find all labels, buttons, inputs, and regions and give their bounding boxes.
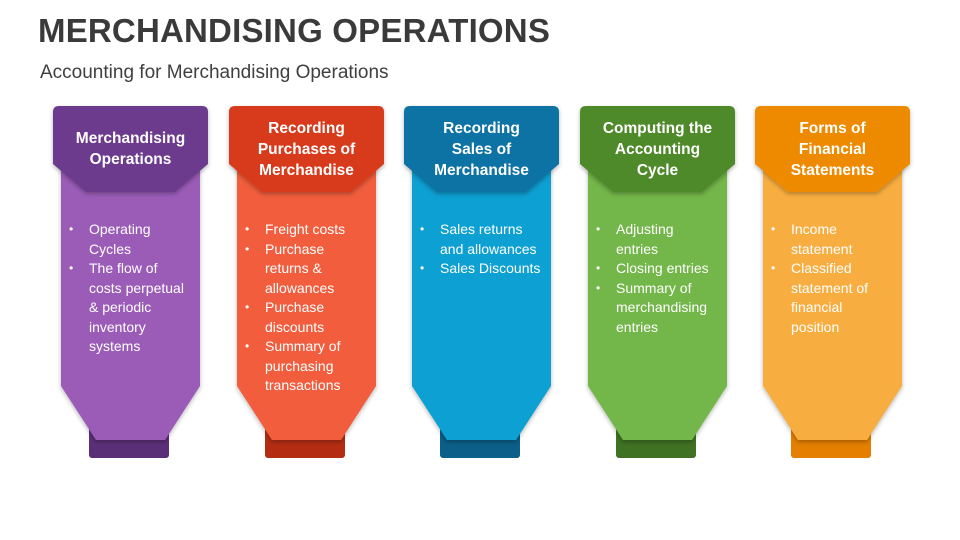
column-card: Recording Sales of MerchandiseSales retu…	[404, 106, 559, 458]
column-heading: Recording Sales of Merchandise	[434, 119, 529, 179]
page-subtitle: Accounting for Merchandising Operations	[40, 62, 389, 83]
column-body	[412, 156, 551, 440]
column-card: Recording Purchases of MerchandiseFreigh…	[229, 106, 384, 458]
column-heading: Merchandising Operations	[75, 130, 186, 168]
bullet-item: Purchase returns & allowances	[241, 240, 379, 299]
bullet-item: Summary of purchasing transactions	[241, 337, 379, 396]
column-header-banner	[755, 106, 910, 192]
bullet-item: Income statement	[767, 220, 905, 259]
column-card: Merchandising OperationsOperating Cycles…	[53, 106, 208, 458]
bullet-item: Closing entries	[592, 259, 730, 279]
bullet-item: Classified statement of financial positi…	[767, 259, 905, 337]
column-header-banner	[404, 106, 559, 192]
column-heading: Computing the Accounting Cycle	[602, 119, 713, 179]
column-bullet-list: Freight costsPurchase returns & allowanc…	[241, 220, 379, 396]
bullet-item: Summary of merchandising entries	[592, 279, 730, 338]
bullet-item: Sales returns and allowances	[416, 220, 554, 259]
bullet-item: Adjusting entries	[592, 220, 730, 259]
column-card: Forms of Financial StatementsIncome stat…	[755, 106, 910, 458]
column-bullet-list: Operating CyclesThe flow of costs perpet…	[65, 220, 203, 357]
column-header-banner	[229, 106, 384, 192]
bullet-item: Operating Cycles	[65, 220, 203, 259]
bullet-item: The flow of costs perpetual & periodic i…	[65, 259, 203, 357]
column-bullet-list: Income statementClassified statement of …	[767, 220, 905, 337]
bullet-item: Sales Discounts	[416, 259, 554, 279]
column-bullet-list: Adjusting entriesClosing entriesSummary …	[592, 220, 730, 337]
column-header-banner	[53, 106, 208, 192]
bullet-item: Freight costs	[241, 220, 379, 240]
column-heading: Forms of Financial Statements	[790, 119, 875, 179]
page-title: MERCHANDISING OPERATIONS	[38, 12, 551, 49]
column-card: Computing the Accounting CycleAdjusting …	[580, 106, 735, 458]
column-header-banner	[580, 106, 735, 192]
column-bullet-list: Sales returns and allowancesSales Discou…	[416, 220, 554, 279]
bullet-item: Purchase discounts	[241, 298, 379, 337]
column-heading: Recording Purchases of Merchandise	[257, 119, 356, 179]
